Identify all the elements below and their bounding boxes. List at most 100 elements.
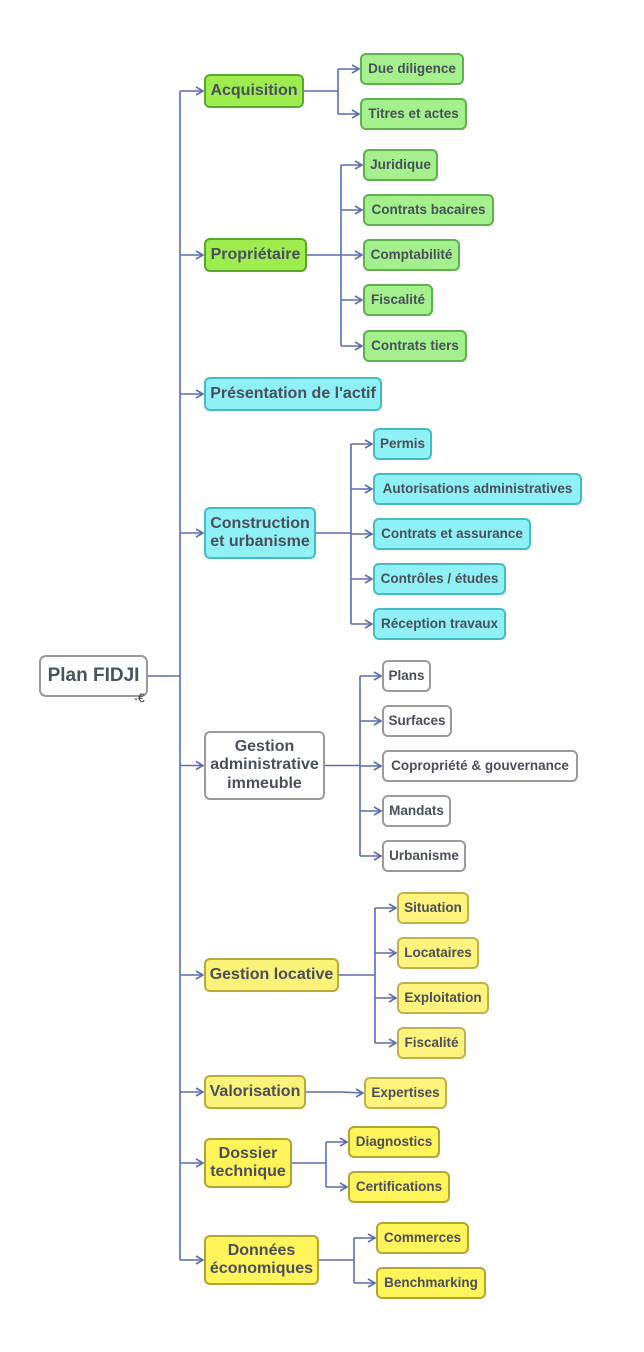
node-dossier-technique-certifications-label: Certifications — [355, 1179, 443, 1195]
arrow-node-construction-reception-travaux — [364, 619, 374, 629]
node-construction-controles-etudes-label: Contrôles / études — [380, 571, 499, 587]
node-gestion-locative-exploitation[interactable]: Exploitation — [397, 982, 489, 1014]
node-valorisation-expertises-label: Expertises — [371, 1085, 440, 1101]
node-gestion-admin-mandats-label: Mandats — [389, 803, 444, 819]
node-gestion-admin-plans-label: Plans — [388, 668, 425, 684]
branch-acquisition[interactable]: Acquisition — [204, 74, 304, 108]
node-gestion-admin-copropriete-gouvernance-label: Copropriété & gouvernance — [391, 758, 569, 774]
node-gestion-locative-fiscalite[interactable]: Fiscalité — [397, 1027, 466, 1059]
node-donnees-economiques-commerces-label: Commerces — [383, 1230, 462, 1246]
node-proprietaire-fiscalite-label: Fiscalité — [370, 292, 426, 308]
branch-dossier-technique[interactable]: Dossier technique — [204, 1138, 292, 1188]
node-construction-contrats-et-assurance[interactable]: Contrats et assurance — [373, 518, 531, 550]
arrow-node-proprietaire-contrats-bacaires — [354, 205, 364, 215]
node-dossier-technique-diagnostics-label: Diagnostics — [355, 1134, 433, 1150]
arrow-node-gestion-locative-fiscalite — [388, 1038, 398, 1048]
node-gestion-admin-urbanisme[interactable]: Urbanisme — [382, 840, 466, 872]
node-donnees-economiques-benchmarking[interactable]: Benchmarking — [376, 1267, 486, 1299]
node-acquisition-titres-et-actes-label: Titres et actes — [368, 106, 459, 122]
node-acquisition-due-diligence[interactable]: Due diligence — [360, 53, 464, 85]
branch-presentation-label: Présentation de l'actif — [210, 384, 376, 402]
node-construction-autorisations-administratives[interactable]: Autorisations administratives — [373, 473, 582, 505]
node-gestion-locative-situation-label: Situation — [404, 900, 462, 916]
arrow-node-proprietaire-juridique — [354, 160, 364, 170]
branch-arrow-acquisition — [195, 86, 205, 96]
arrow-node-construction-autorisations-administratives — [364, 484, 374, 494]
node-gestion-admin-surfaces-label: Surfaces — [388, 713, 446, 729]
node-dossier-technique-diagnostics[interactable]: Diagnostics — [348, 1126, 440, 1158]
branch-donnees-economiques[interactable]: Données économiques — [204, 1235, 319, 1285]
arrow-node-gestion-locative-situation — [388, 903, 398, 913]
branch-arrow-gestion-admin — [195, 760, 205, 771]
branch-dossier-technique-label: Dossier technique — [210, 1144, 286, 1180]
node-gestion-locative-fiscalite-label: Fiscalité — [404, 1035, 459, 1051]
node-gestion-locative-locataires[interactable]: Locataires — [397, 937, 479, 969]
branch-gestion-admin[interactable]: Gestion administrative immeuble — [204, 731, 325, 800]
arrow-node-proprietaire-comptabilite — [354, 250, 364, 260]
branch-arrow-gestion-locative — [195, 970, 205, 980]
arrow-node-construction-contrats-et-assurance — [364, 529, 374, 539]
node-donnees-economiques-benchmarking-label: Benchmarking — [384, 1275, 478, 1291]
node-construction-permis-label: Permis — [379, 436, 426, 452]
branch-gestion-admin-label: Gestion administrative immeuble — [210, 737, 319, 792]
branch-construction[interactable]: Construction et urbanisme — [204, 507, 316, 559]
node-proprietaire-juridique[interactable]: Juridique — [363, 149, 438, 181]
node-construction-permis[interactable]: Permis — [373, 428, 432, 460]
node-gestion-locative-situation[interactable]: Situation — [397, 892, 469, 924]
node-construction-autorisations-administratives-label: Autorisations administratives — [382, 481, 573, 497]
node-gestion-locative-locataires-label: Locataires — [404, 945, 472, 961]
branch-arrow-construction — [195, 528, 205, 538]
node-construction-contrats-et-assurance-label: Contrats et assurance — [381, 526, 523, 542]
arrow-node-construction-controles-etudes — [364, 574, 374, 584]
node-proprietaire-contrats-tiers[interactable]: Contrats tiers — [363, 330, 467, 362]
arrow-node-construction-permis — [364, 439, 374, 449]
node-gestion-admin-mandats[interactable]: Mandats — [382, 795, 451, 827]
arrow-node-gestion-admin-plans — [373, 671, 383, 681]
arrow-node-acquisition-due-diligence — [351, 64, 361, 74]
connector-node-valorisation-expertises — [341, 1091, 364, 1094]
arrow-node-donnees-economiques-commerces — [367, 1233, 377, 1243]
branch-gestion-locative-label: Gestion locative — [209, 965, 334, 983]
arrow-node-valorisation-expertises — [355, 1088, 365, 1098]
arrow-node-proprietaire-fiscalite — [354, 295, 364, 305]
branch-presentation[interactable]: Présentation de l'actif — [204, 377, 382, 411]
collapse-toggle-icon[interactable]: -€ — [134, 691, 145, 705]
branch-proprietaire-label: Propriétaire — [210, 245, 301, 263]
node-gestion-admin-plans[interactable]: Plans — [382, 660, 431, 692]
node-proprietaire-comptabilite[interactable]: Comptabilité — [363, 239, 460, 271]
arrow-node-gestion-locative-locataires — [388, 948, 398, 958]
node-proprietaire-contrats-bacaires[interactable]: Contrats bacaires — [363, 194, 494, 226]
branch-valorisation[interactable]: Valorisation — [204, 1075, 306, 1109]
node-proprietaire-contrats-bacaires-label: Contrats bacaires — [371, 202, 486, 218]
arrow-node-donnees-economiques-benchmarking — [367, 1278, 377, 1288]
arrow-node-gestion-locative-exploitation — [388, 993, 398, 1003]
arrow-node-gestion-admin-urbanisme — [373, 851, 383, 861]
node-acquisition-titres-et-actes[interactable]: Titres et actes — [360, 98, 467, 130]
branch-acquisition-label: Acquisition — [210, 81, 298, 99]
node-donnees-economiques-commerces[interactable]: Commerces — [376, 1222, 469, 1254]
arrow-node-acquisition-titres-et-actes — [351, 109, 361, 119]
node-construction-reception-travaux[interactable]: Réception travaux — [373, 608, 506, 640]
root-node[interactable]: Plan FIDJI — [39, 655, 148, 697]
arrow-node-dossier-technique-certifications — [339, 1182, 349, 1192]
branch-arrow-dossier-technique — [195, 1158, 205, 1168]
node-dossier-technique-certifications[interactable]: Certifications — [348, 1171, 450, 1203]
arrow-node-proprietaire-contrats-tiers — [354, 341, 364, 351]
node-gestion-admin-surfaces[interactable]: Surfaces — [382, 705, 452, 737]
node-gestion-admin-copropriete-gouvernance[interactable]: Copropriété & gouvernance — [382, 750, 578, 782]
branch-construction-label: Construction et urbanisme — [210, 514, 310, 550]
node-proprietaire-contrats-tiers-label: Contrats tiers — [371, 338, 459, 354]
branch-arrow-proprietaire — [195, 250, 205, 260]
branch-arrow-donnees-economiques — [195, 1255, 205, 1265]
root-label: Plan FIDJI — [47, 665, 140, 687]
arrow-node-gestion-admin-surfaces — [373, 716, 383, 726]
node-proprietaire-fiscalite[interactable]: Fiscalité — [363, 284, 433, 316]
branch-arrow-presentation — [195, 389, 205, 399]
node-construction-controles-etudes[interactable]: Contrôles / études — [373, 563, 506, 595]
branch-gestion-locative[interactable]: Gestion locative — [204, 958, 339, 992]
node-proprietaire-comptabilite-label: Comptabilité — [370, 247, 453, 263]
node-valorisation-expertises[interactable]: Expertises — [364, 1077, 447, 1109]
branch-arrow-valorisation — [195, 1087, 205, 1097]
branch-proprietaire[interactable]: Propriétaire — [204, 238, 307, 272]
